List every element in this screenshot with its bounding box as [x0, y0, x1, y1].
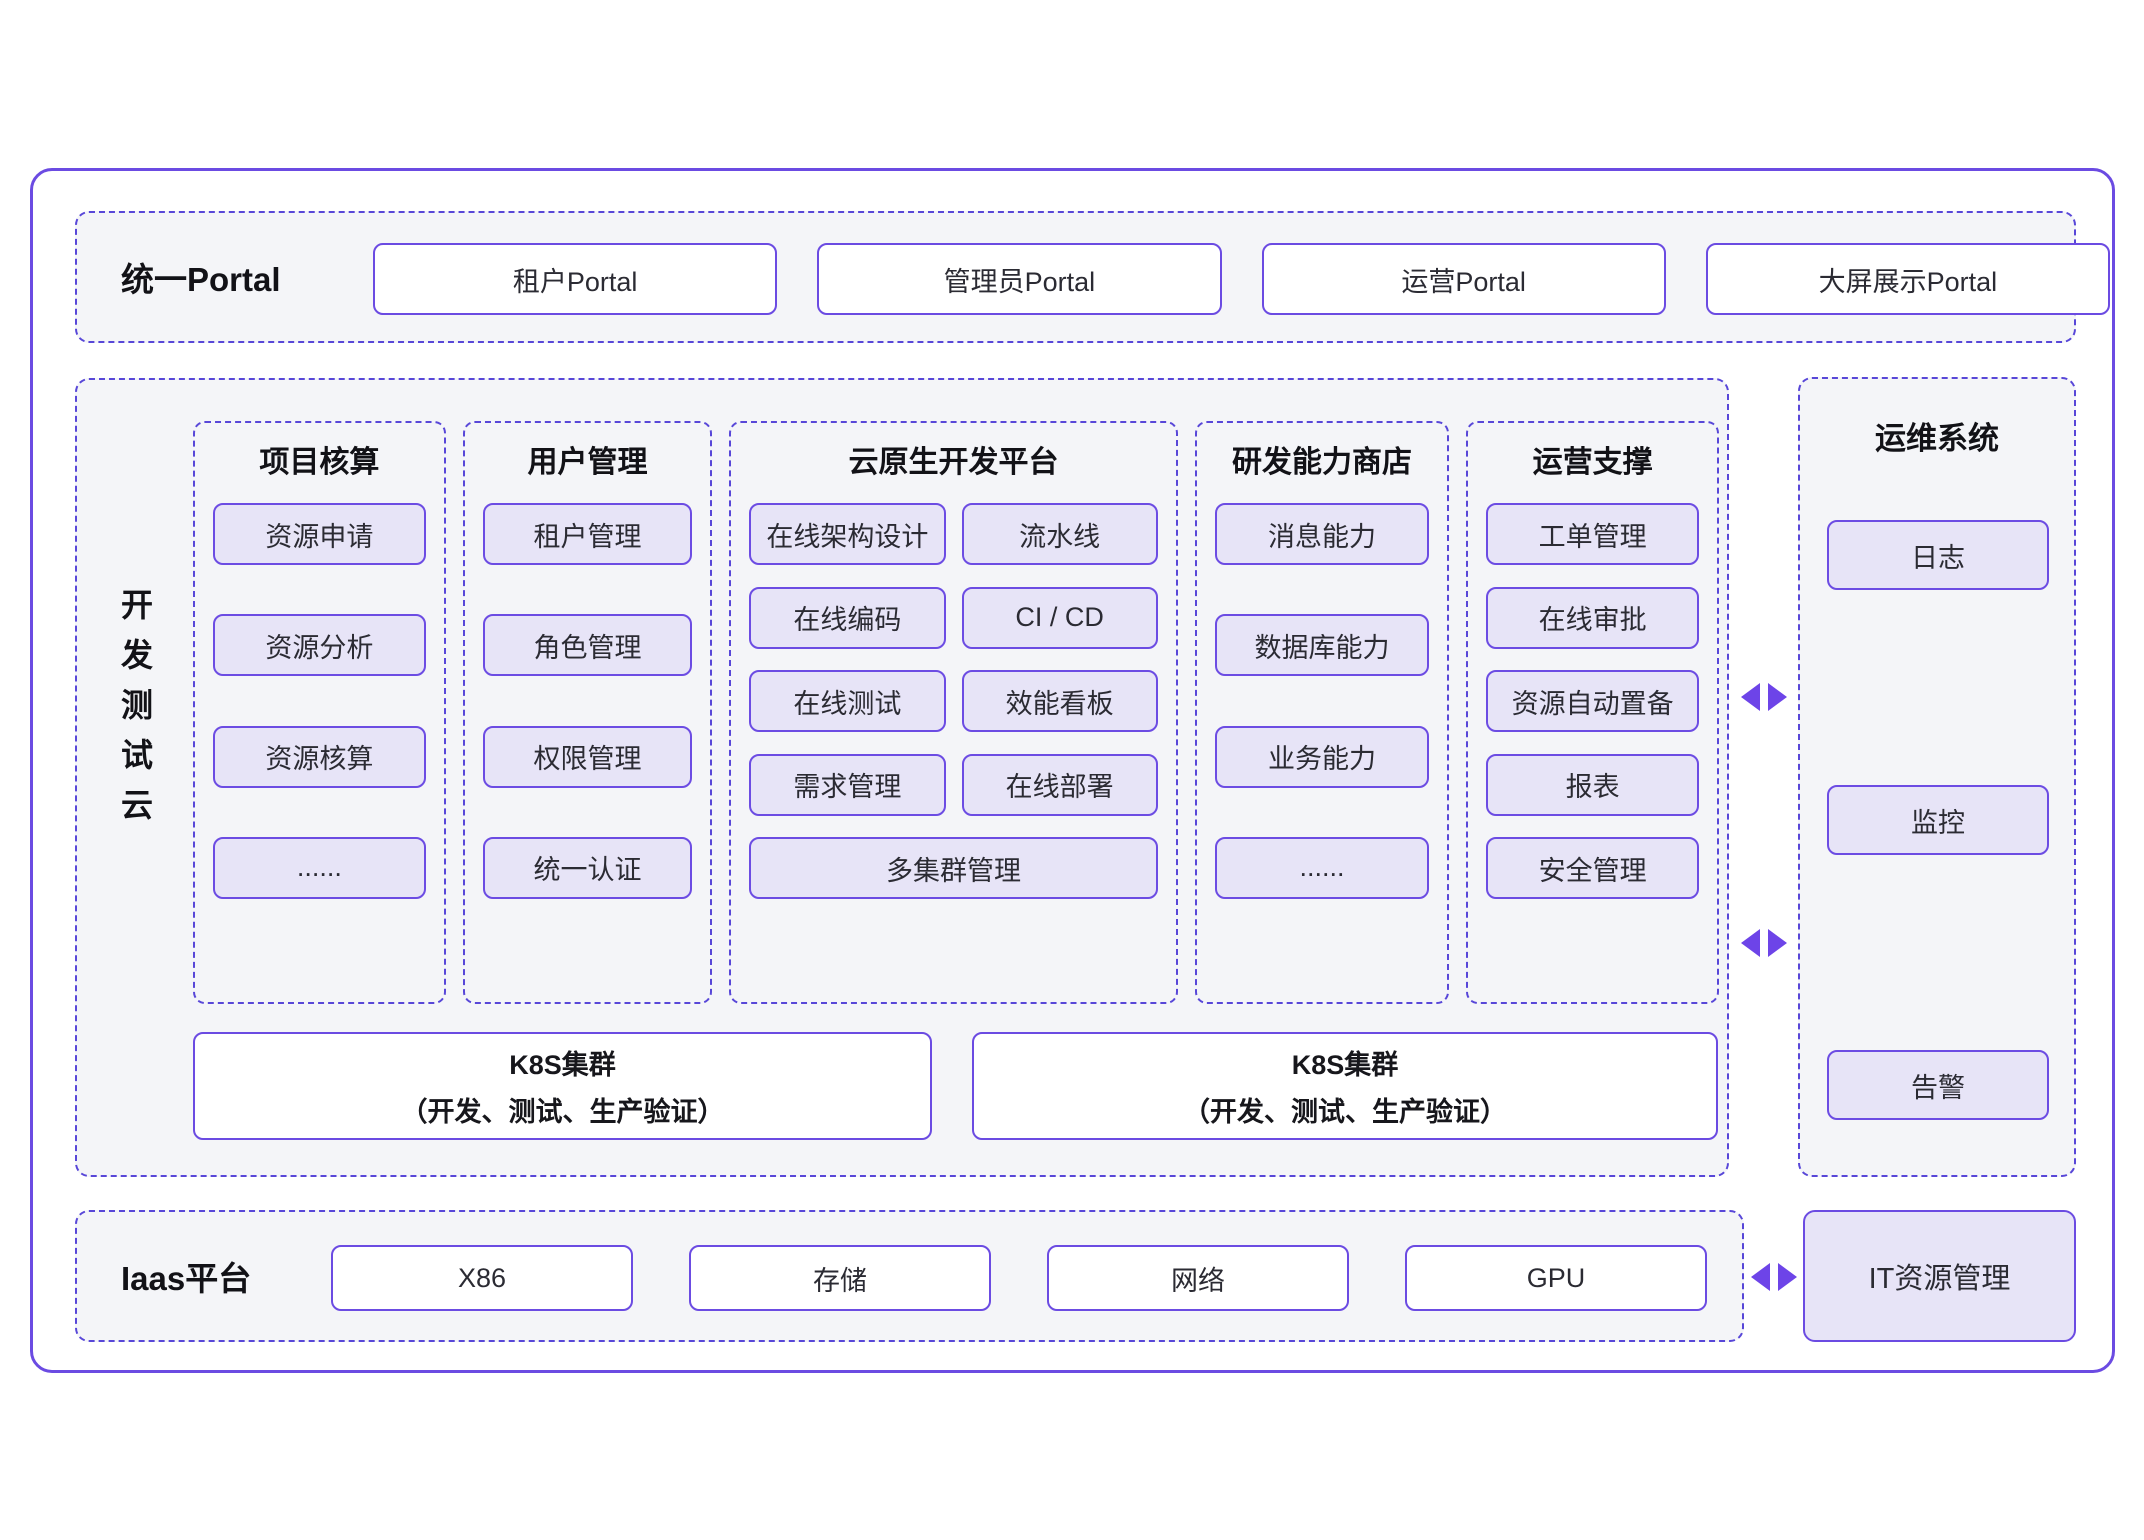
column-cloud-native-platform: 云原生开发平台 在线架构设计 流水线 在线编码 CI / CD 在线测试 效能看… — [729, 421, 1178, 1004]
portal-box-admin: 管理员Portal — [817, 243, 1222, 315]
left-arrow-icon — [1741, 683, 1760, 711]
ops-box-alerting: 告警 — [1827, 1050, 2049, 1120]
ops-system-title: 运维系统 — [1875, 421, 1999, 456]
module-box: 数据库能力 — [1214, 614, 1430, 677]
module-box: 报表 — [1486, 753, 1699, 816]
module-box: 角色管理 — [482, 614, 693, 677]
portal-section-label: 统一Portal — [121, 261, 281, 298]
module-box: 资源申请 — [213, 503, 426, 565]
iaas-section-label: Iaas平台 — [121, 1260, 252, 1297]
left-arrow-icon — [1741, 929, 1760, 957]
module-box: 资源分析 — [213, 614, 426, 677]
column-items: 资源申请 资源分析 资源核算 ...... — [213, 503, 426, 899]
column-items: 租户管理 角色管理 权限管理 统一认证 — [482, 503, 693, 899]
module-box: 租户管理 — [482, 503, 693, 565]
dev-test-cloud-label: 开发测试云 — [117, 587, 153, 838]
iaas-box-storage: 存储 — [689, 1245, 991, 1311]
bidirectional-arrow-icon — [1751, 1263, 1797, 1291]
right-arrow-icon — [1768, 683, 1787, 711]
iaas-box-gpu: GPU — [1405, 1245, 1707, 1311]
ops-box-logs: 日志 — [1827, 520, 2049, 590]
portal-box-operation: 运营Portal — [1261, 243, 1666, 315]
module-box: 在线部署 — [961, 753, 1158, 816]
iaas-box-row: X86 存储 网络 GPU — [331, 1245, 1707, 1311]
column-rd-capability-store: 研发能力商店 消息能力 数据库能力 业务能力 ...... — [1194, 421, 1450, 1004]
portal-box-row: 租户Portal 管理员Portal 运营Portal 大屏展示Portal — [373, 243, 2110, 315]
module-box: 在线审批 — [1486, 586, 1699, 649]
module-box: 在线编码 — [749, 586, 946, 649]
right-arrow-icon — [1768, 929, 1787, 957]
portal-box-tenant: 租户Portal — [373, 243, 778, 315]
column-title: 云原生开发平台 — [848, 446, 1059, 479]
it-resource-management-box: IT资源管理 — [1803, 1210, 2076, 1342]
main-frame: 统一Portal 租户Portal 管理员Portal 运营Portal 大屏展… — [30, 168, 2115, 1373]
module-box: 工单管理 — [1486, 503, 1699, 565]
k8s-cluster-box-2: K8S集群 （开发、测试、生产验证） — [972, 1032, 1718, 1140]
column-project-accounting: 项目核算 资源申请 资源分析 资源核算 ...... — [193, 421, 446, 1004]
bidirectional-arrow-icon — [1741, 683, 1787, 711]
column-user-management: 用户管理 租户管理 角色管理 权限管理 统一认证 — [462, 421, 713, 1004]
right-arrow-icon — [1778, 1263, 1797, 1291]
iaas-section: Iaas平台 X86 存储 网络 GPU — [75, 1210, 1744, 1342]
column-items: 消息能力 数据库能力 业务能力 ...... — [1214, 503, 1430, 899]
module-box: 在线测试 — [749, 670, 946, 732]
column-operation-support: 运营支撑 工单管理 在线审批 资源自动置备 报表 安全管理 — [1466, 421, 1719, 1004]
portal-box-bigscreen: 大屏展示Portal — [1705, 243, 2110, 315]
module-box: 业务能力 — [1214, 725, 1430, 788]
module-box: 效能看板 — [961, 670, 1158, 732]
module-columns: 项目核算 资源申请 资源分析 资源核算 ...... 用户管理 租户管理 角色管… — [193, 421, 1719, 1004]
module-box: 消息能力 — [1214, 503, 1430, 565]
module-box: 资源核算 — [213, 725, 426, 788]
module-box: 需求管理 — [749, 753, 946, 816]
k8s-cluster-title: K8S集群 — [1291, 1050, 1399, 1080]
module-box: 安全管理 — [1486, 837, 1699, 899]
k8s-cluster-box-1: K8S集群 （开发、测试、生产验证） — [193, 1032, 932, 1140]
module-box: 资源自动置备 — [1486, 670, 1699, 732]
module-box: 统一认证 — [482, 836, 693, 899]
iaas-box-x86: X86 — [331, 1245, 633, 1311]
module-box: 权限管理 — [482, 725, 693, 788]
column-title: 研发能力商店 — [1232, 446, 1412, 479]
module-box-multicluster: 多集群管理 — [749, 837, 1158, 899]
k8s-cluster-subtitle: （开发、测试、生产验证） — [400, 1097, 725, 1127]
ops-system-section: 运维系统 日志 监控 告警 — [1798, 377, 2076, 1177]
k8s-cluster-title: K8S集群 — [509, 1050, 616, 1080]
module-box: CI / CD — [961, 586, 1158, 649]
iaas-box-network: 网络 — [1047, 1245, 1349, 1311]
module-box: ...... — [1214, 836, 1430, 899]
module-box: ...... — [213, 836, 426, 899]
column-items-grid: 在线架构设计 流水线 在线编码 CI / CD 在线测试 效能看板 需求管理 在… — [749, 503, 1158, 899]
k8s-cluster-subtitle: （开发、测试、生产验证） — [1183, 1097, 1507, 1127]
module-box: 在线架构设计 — [749, 503, 946, 565]
left-arrow-icon — [1751, 1263, 1770, 1291]
bidirectional-arrow-icon — [1741, 929, 1787, 957]
ops-box-monitoring: 监控 — [1827, 785, 2049, 855]
column-title: 用户管理 — [527, 446, 648, 479]
column-title: 运营支撑 — [1532, 446, 1653, 479]
column-title: 项目核算 — [259, 446, 380, 479]
module-box: 流水线 — [961, 503, 1158, 565]
column-items: 工单管理 在线审批 资源自动置备 报表 安全管理 — [1486, 503, 1699, 899]
dev-test-cloud-section: 开发测试云 项目核算 资源申请 资源分析 资源核算 ...... 用户管理 租户… — [75, 378, 1729, 1177]
portal-section: 统一Portal 租户Portal 管理员Portal 运营Portal 大屏展… — [75, 211, 2110, 343]
